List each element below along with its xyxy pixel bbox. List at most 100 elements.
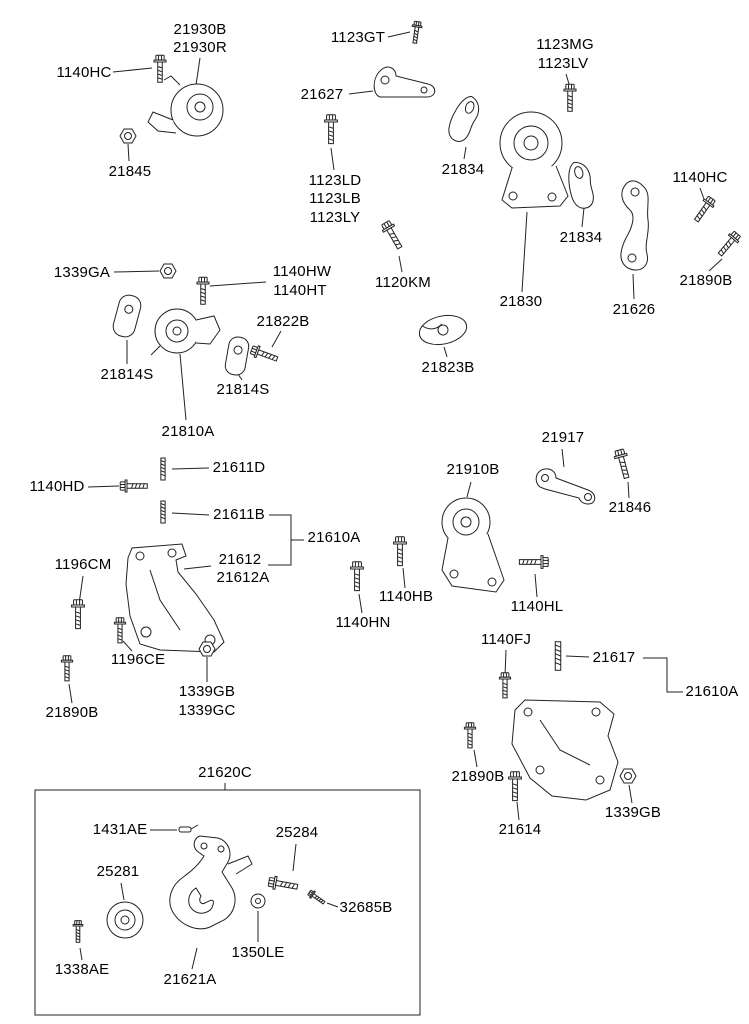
part-bolt-1123MG [563,83,577,112]
part-mount-21810A [151,309,220,355]
part-label-21610a: 21610A [685,683,739,700]
part-label-21930b: 21930B [173,21,227,38]
part-label-1120km: 1120KM [375,274,431,291]
part-label-21610a: 21610A [307,529,361,546]
part-label-1123gt: 1123GT [330,29,386,46]
part-label-1350le: 1350LE [231,944,285,961]
part-label-21845: 21845 [108,163,152,180]
part-label-1140hc: 1140HC [672,169,728,186]
part-label-21627: 21627 [300,86,344,103]
part-label-21620c: 21620C [198,764,252,781]
part-bolt-1140FJ [499,672,511,699]
part-label-1123ly: 1123LY [309,209,361,226]
part-bolt-1140HL [519,555,549,569]
part-label-1339ga: 1339GA [53,264,111,281]
part-label-21834: 21834 [559,229,603,246]
part-bracket-21917 [536,469,595,504]
part-bolt-25284 [267,875,299,894]
part-label-21930r: 21930R [173,39,227,56]
part-label-21612: 21612 [218,551,262,568]
part-label-21834: 21834 [441,161,485,178]
part-label-21617: 21617 [592,649,636,666]
part-mount-21830 [500,112,568,208]
part-label-21890b: 21890B [679,272,733,289]
part-pin-1431AE [179,825,198,832]
part-label-1140hn: 1140HN [335,614,391,631]
part-bracket-21627 [374,67,435,97]
part-label-21890b: 21890B [45,704,99,721]
part-bolt-21890B-right [715,229,743,259]
part-nut-1339GA [159,263,177,279]
part-bolt-21614 [508,771,522,801]
part-label-1196ce: 1196CE [110,651,166,668]
part-bolt-1140HB [393,536,407,566]
part-label-21814s: 21814S [100,366,154,383]
part-label-21621a: 21621A [163,971,217,988]
part-label-1140hc: 1140HC [56,64,112,81]
part-screw-32685B [306,888,327,907]
part-label-1140fj: 1140FJ [480,631,532,648]
part-label-21910b: 21910B [446,461,500,478]
part-label-1123mg: 1123MG [536,36,594,53]
part-bracket-21612 [126,544,224,652]
part-mount-21910B [442,498,504,592]
part-stud-21617 [554,641,562,671]
part-bolt-21890B-bottom [464,722,476,749]
part-label-25281: 25281 [96,863,140,880]
part-label-21846: 21846 [608,499,652,516]
part-bracket-21621A [170,836,252,929]
part-label-1140hl: 1140HL [510,598,564,615]
part-label-1123ld: 1123LD [308,172,362,189]
part-bolt-1196CE [114,617,126,644]
part-bolt-1140HN [350,561,364,591]
part-label-1140hw: 1140HW [272,263,332,280]
part-label-1140hb: 1140HB [378,588,434,605]
part-stud-21611D [160,457,166,481]
part-label-32685b: 32685B [339,899,393,916]
part-label-1339gb: 1339GB [604,804,662,821]
part-label-1123lb: 1123LB [309,190,361,207]
part-nut-1339GB-right [619,768,637,784]
part-label-1431ae: 1431AE [92,821,148,838]
part-stud-21611B [160,500,166,524]
part-bolt-1120KM [379,219,406,252]
subassembly-box-21620C [35,790,420,1015]
part-bolt-1123GT [409,20,423,45]
part-damper-25281 [107,902,143,938]
part-bolt-1140HC-top [153,54,167,83]
part-label-21611d: 21611D [212,459,266,476]
part-insulator-21834-left [445,93,483,145]
part-mount-21930 [148,76,223,136]
part-label-1140ht: 1140HT [273,282,327,299]
part-label-1140hd: 1140HD [29,478,85,495]
part-label-25284: 25284 [275,824,319,841]
part-label-21890b: 21890B [451,768,505,785]
part-bolt-21890B-left [61,655,73,682]
part-label-21614: 21614 [498,821,542,838]
part-washer-1350LE [250,893,266,909]
part-label-21822b: 21822B [256,313,310,330]
part-bracket-21610A-right [512,700,618,800]
part-nut-21845 [119,128,137,144]
part-label-21612a: 21612A [216,569,270,586]
part-bolt-1140HD [119,479,148,493]
part-bolt-1140HC-right [691,194,718,225]
part-bolt-21822B [249,343,280,365]
part-label-21810a: 21810A [161,423,215,440]
part-pad-21814S-left [111,293,143,339]
part-nut-1339GB-left [198,641,216,657]
part-bolt-1123LD [324,114,338,145]
part-plate-21823B [417,311,470,348]
part-label-21626: 21626 [612,301,656,318]
part-label-21830: 21830 [499,293,543,310]
part-label-21823b: 21823B [421,359,475,376]
part-bolt-1196CM [71,599,85,629]
part-bolt-21846 [612,447,634,480]
part-label-21611b: 21611B [213,506,265,523]
part-label-1339gc: 1339GC [178,702,236,719]
part-label-1123lv: 1123LV [537,55,589,72]
part-bolt-1140HW [196,276,210,305]
part-label-1339gb: 1339GB [178,683,236,700]
part-bolt-1338AE [72,920,84,943]
